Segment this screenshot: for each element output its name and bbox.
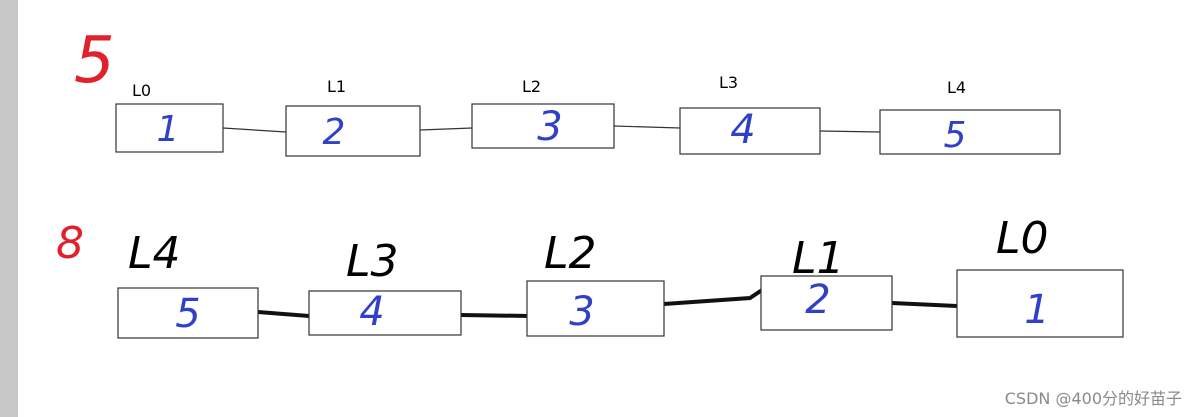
top-value-4: 5 [944,115,967,156]
top-node-4 [879,109,1061,155]
bottom-node-3 [760,275,893,331]
top-value-3: 4 [730,107,755,153]
bottom-value-1: 4 [359,289,384,335]
top-label-1: L1 [327,77,346,96]
bottom-node-4 [956,269,1124,338]
bottom-label-2: L2 [544,228,597,279]
top-node-2 [471,103,615,149]
bottom-node-1 [308,290,462,336]
top-link-2-3 [613,125,681,129]
bottom-node-2 [526,280,665,337]
top-value-1: 2 [323,112,346,153]
top-node-1 [285,105,421,157]
top-label-0: L0 [132,81,151,100]
watermark: CSDN @400分的好苗子 [1004,389,1182,408]
bottom-link-0-1 [256,310,311,318]
bottom-value-4: 1 [1024,287,1049,333]
bottom-label-0: L4 [128,228,181,279]
top-label-4: L4 [947,78,966,97]
top-link-1-2 [419,127,473,131]
bottom-value-2: 3 [569,289,594,335]
top-row-connectors [222,125,881,133]
bottom-link-3-4 [890,301,959,308]
top-label-3: L3 [719,73,738,92]
bottom-node-0 [117,287,259,339]
bottom-label-1: L3 [346,236,399,287]
top-label-2: L2 [522,77,541,96]
bottom-row-connectors [256,288,959,318]
top-value-2: 3 [537,104,562,150]
bottom-value-3: 2 [805,277,830,323]
top-link-0-1 [222,127,287,133]
left-edge-bar [0,0,18,417]
top-node-0 [115,103,224,153]
bottom-label-3: L1 [792,233,845,284]
top-link-3-4 [819,130,881,133]
bottom-value-0: 5 [175,291,200,337]
bottom-link-1-2 [459,313,532,318]
bottom-link-2-3 [662,288,764,306]
top-row-marker: 5 [74,24,115,98]
bottom-label-4: L0 [996,213,1049,264]
top-node-3 [679,107,821,155]
top-value-0: 1 [157,109,180,150]
bottom-row-marker: 8 [56,218,84,269]
